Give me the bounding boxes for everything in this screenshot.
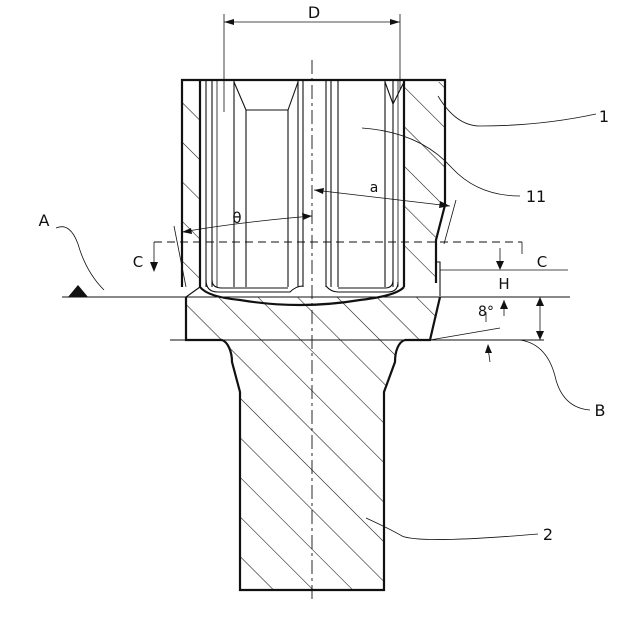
taper-ext-left xyxy=(173,225,187,288)
dim-d-arrow-right xyxy=(390,19,400,25)
part-2-leader xyxy=(365,517,539,540)
part-1-die xyxy=(180,78,447,296)
dim-a-arrow-left xyxy=(314,188,324,194)
plane-a-marker xyxy=(68,285,88,297)
a-b-arrow-bottom xyxy=(536,331,544,340)
spline-bottom-arc xyxy=(325,281,399,293)
taper-ext-right xyxy=(443,199,457,245)
spline-top-chamfer-right xyxy=(384,81,405,106)
theta-arc xyxy=(181,215,313,233)
die-right-wall-hatch xyxy=(404,82,445,283)
theta-label: θ xyxy=(232,209,241,227)
die-right-wall-step xyxy=(436,261,441,296)
theta-arrow-left xyxy=(182,228,192,234)
h-arrow-bottom xyxy=(500,300,508,309)
h-arrow-top xyxy=(496,261,504,270)
reference-a: A xyxy=(39,211,570,298)
spline-bottom-arc xyxy=(338,279,394,289)
spline-bottom-arc xyxy=(211,279,288,289)
workpiece-hatch xyxy=(186,297,440,590)
part-2-label: 2 xyxy=(543,525,553,544)
ref-b-label: B xyxy=(595,401,606,420)
ref-b-leader xyxy=(519,339,591,411)
part-11-leader xyxy=(361,127,521,197)
a-b-arrow-top xyxy=(536,297,544,306)
angle-8-line xyxy=(429,327,501,341)
reference-b: 8° B xyxy=(170,297,605,420)
angle-dimensions: θ a xyxy=(173,180,457,288)
die-left-wall-hatch xyxy=(182,80,200,287)
part-1-label: 1 xyxy=(599,107,609,126)
section-c-c: C C xyxy=(133,241,547,272)
part-1-leader xyxy=(437,95,597,127)
dimension-d: D xyxy=(223,3,401,112)
section-arrow-left xyxy=(150,262,158,272)
section-c-right-label: C xyxy=(537,253,547,271)
dimension-h: H xyxy=(440,248,568,316)
part-11-label: 11 xyxy=(526,187,546,206)
dim-d-label: D xyxy=(308,3,320,22)
dim-a-label: a xyxy=(370,180,379,196)
dim-h-label: H xyxy=(498,275,509,293)
dim-a-line xyxy=(313,189,451,207)
part-2-workpiece xyxy=(184,286,442,592)
dim-a-arrow-right xyxy=(439,201,450,208)
angle-8-arrow xyxy=(485,344,492,353)
ref-a-label: A xyxy=(39,211,50,230)
ref-a-leader xyxy=(55,226,105,291)
workpiece-chamfer xyxy=(185,286,201,298)
part-leaders: 1 11 2 xyxy=(361,95,609,544)
section-c-left-label: C xyxy=(133,253,143,271)
dim-d-arrow-left xyxy=(224,19,234,25)
theta-arrow-right xyxy=(302,213,312,220)
angle-8-label: 8° xyxy=(478,304,494,320)
spline-bottom-arc xyxy=(205,279,304,293)
spline-top-chamfer-left xyxy=(233,81,299,111)
